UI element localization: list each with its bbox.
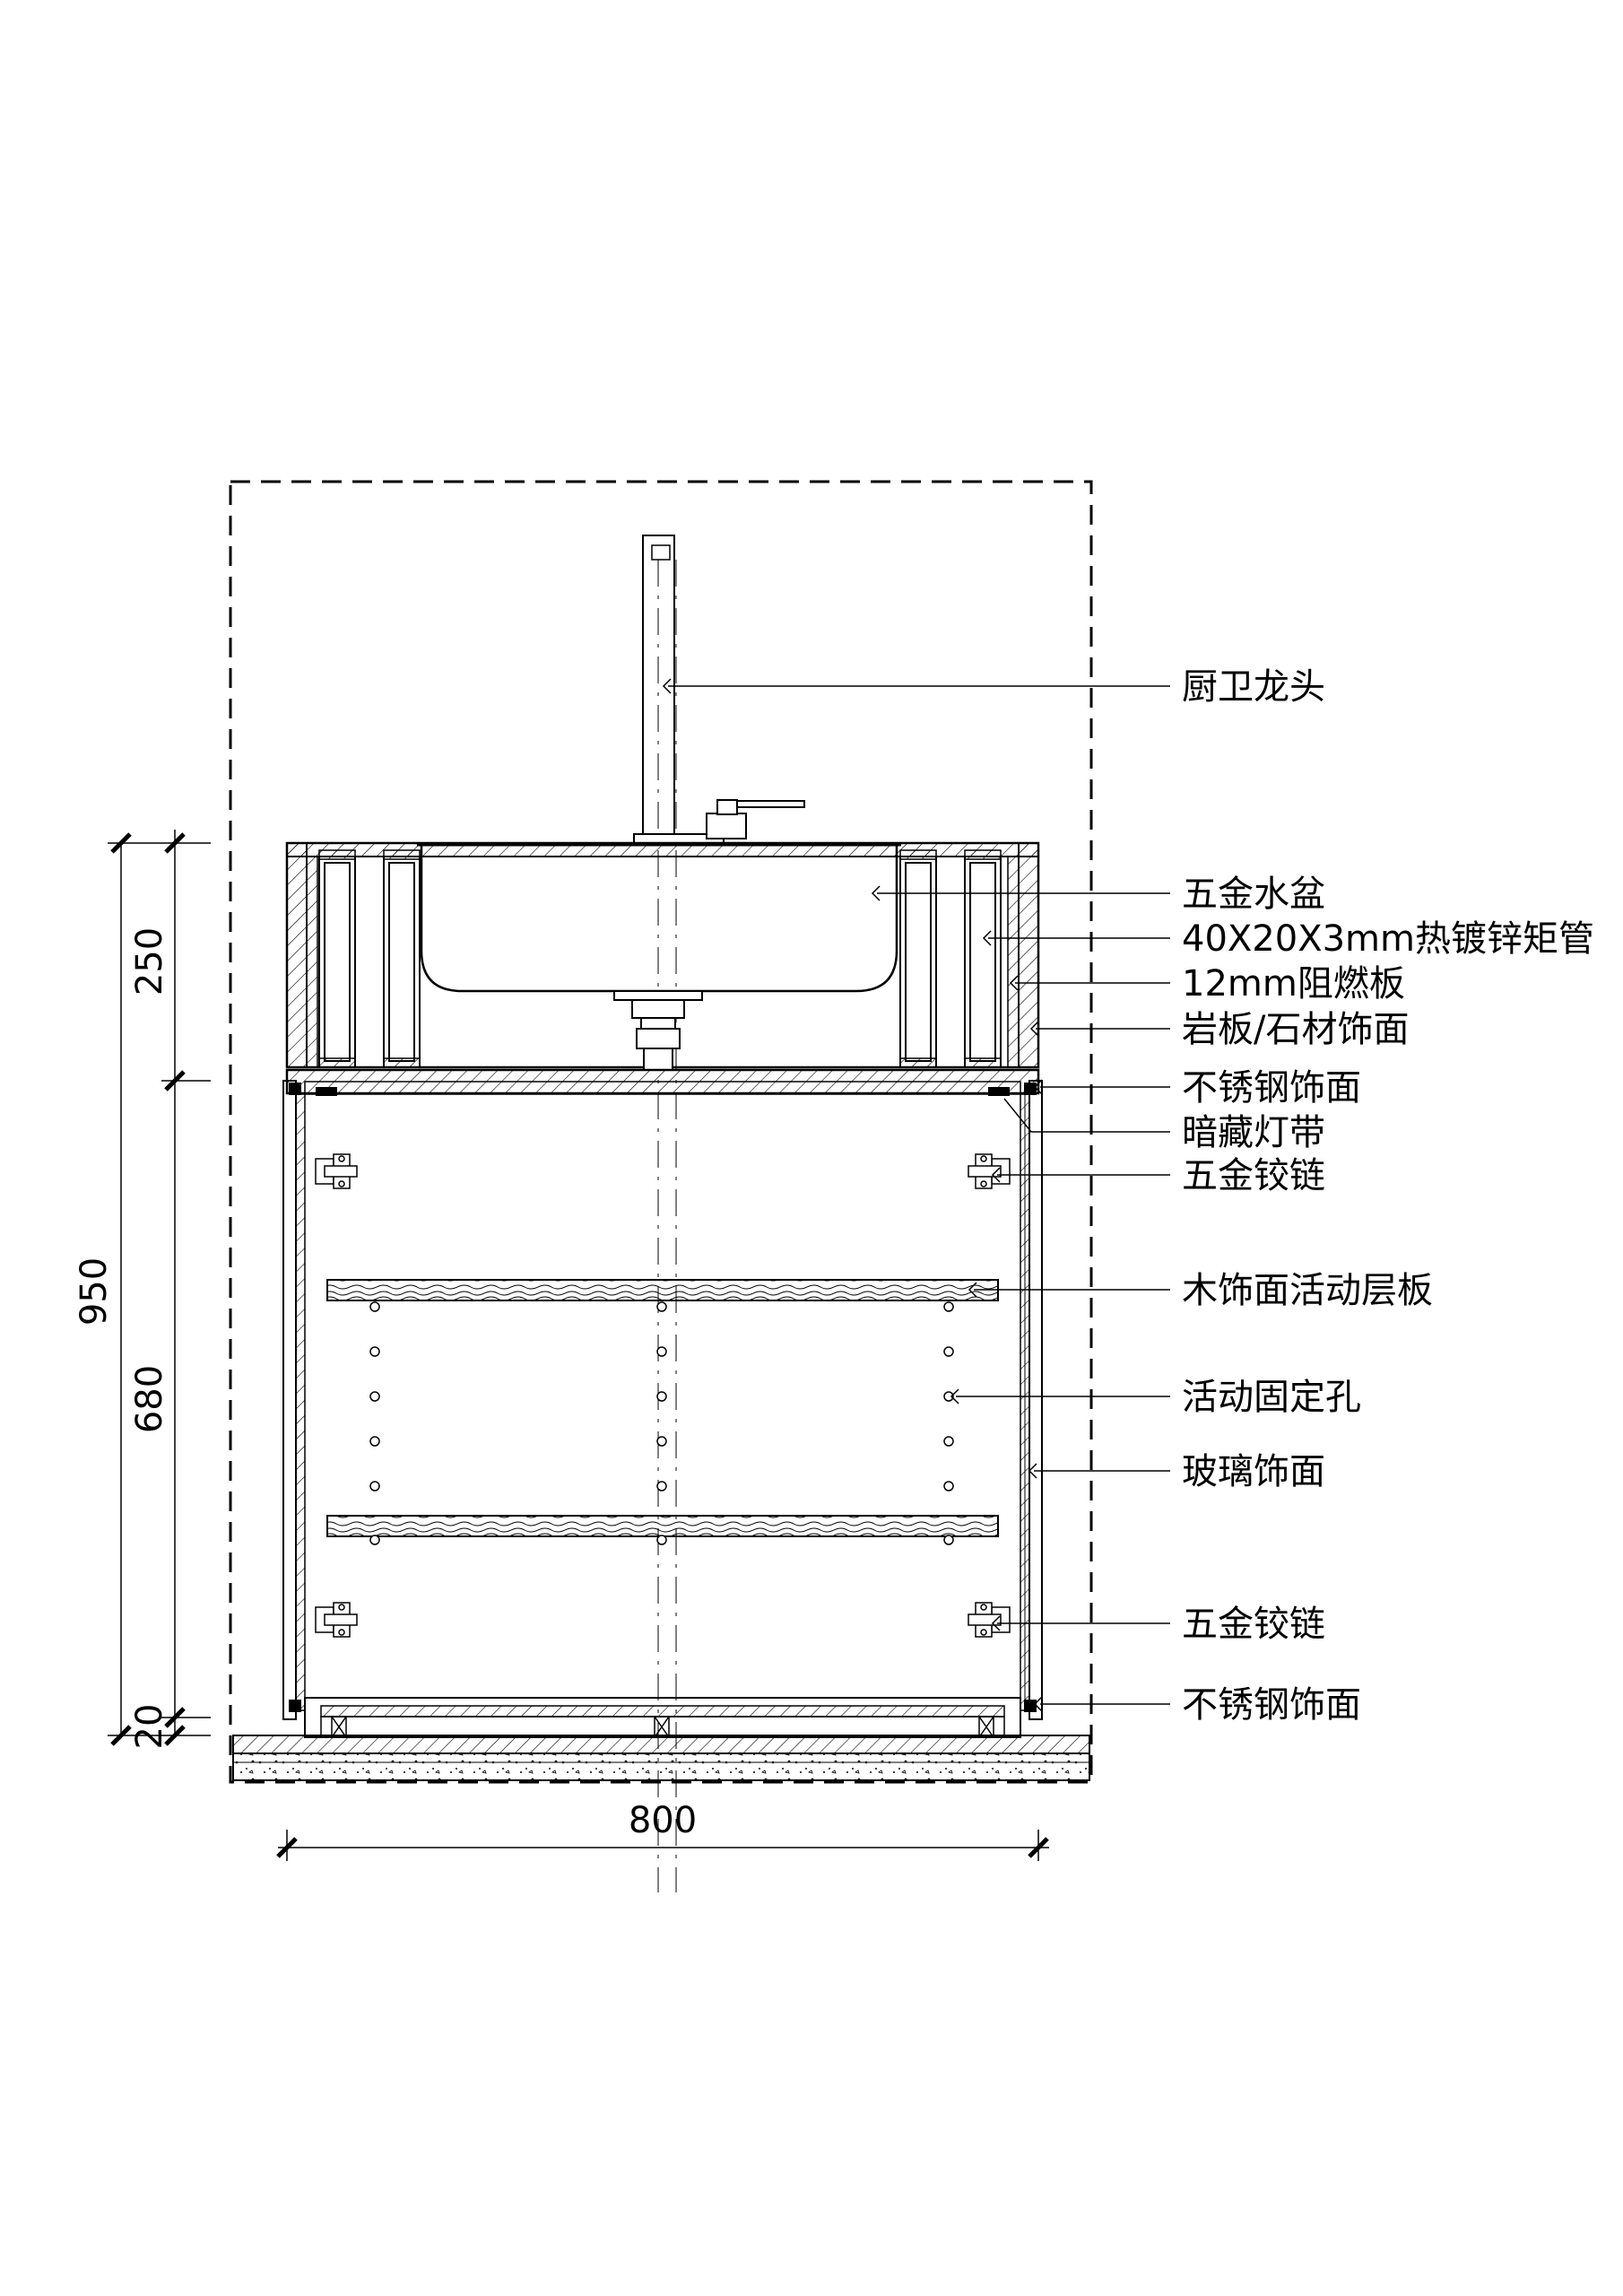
label-led: 暗藏灯带 <box>1182 1112 1325 1153</box>
vertical-dimensions <box>108 830 211 1746</box>
leader-lines <box>662 678 1170 1712</box>
label-hinge-bottom: 五金铰链 <box>1182 1604 1325 1645</box>
dim-cabinet-height: 680 <box>129 1365 170 1433</box>
dim-basin-height: 250 <box>129 927 170 996</box>
label-board: 12mm阻燃板 <box>1182 963 1405 1004</box>
faucet-drawing <box>633 535 805 1892</box>
label-steel-bottom: 不锈钢饰面 <box>1182 1684 1361 1726</box>
dim-total-height: 950 <box>74 1257 115 1326</box>
callout-labels: 厨卫龙头 五金水盆 40X20X3mm热镀锌矩管 12mm阻燃板 岩板/石材饰面… <box>1182 666 1594 1726</box>
dim-base-height: 20 <box>129 1704 170 1750</box>
label-basin: 五金水盆 <box>1182 874 1325 915</box>
shelf-lower <box>326 1515 999 1537</box>
floor-slab <box>232 1735 1090 1781</box>
top-rail <box>304 1081 1021 1095</box>
adjustment-holes <box>369 1301 954 1545</box>
horizontal-dimension <box>276 1830 1049 1861</box>
label-tube: 40X20X3mm热镀锌矩管 <box>1182 918 1594 960</box>
label-steel-top: 不锈钢饰面 <box>1182 1067 1361 1109</box>
label-stone: 岩板/石材饰面 <box>1182 1009 1409 1050</box>
label-glass: 玻璃饰面 <box>1182 1451 1325 1492</box>
label-hinge-top: 五金铰链 <box>1182 1155 1325 1196</box>
label-faucet: 厨卫龙头 <box>1182 666 1325 708</box>
countertop-box <box>285 841 1040 1071</box>
shelf-upper <box>326 1279 999 1301</box>
label-shelf: 木饰面活动层板 <box>1182 1270 1433 1311</box>
label-holes: 活动固定孔 <box>1182 1377 1361 1418</box>
dim-width: 800 <box>629 1800 697 1841</box>
cabinet-body <box>282 1080 1043 1738</box>
